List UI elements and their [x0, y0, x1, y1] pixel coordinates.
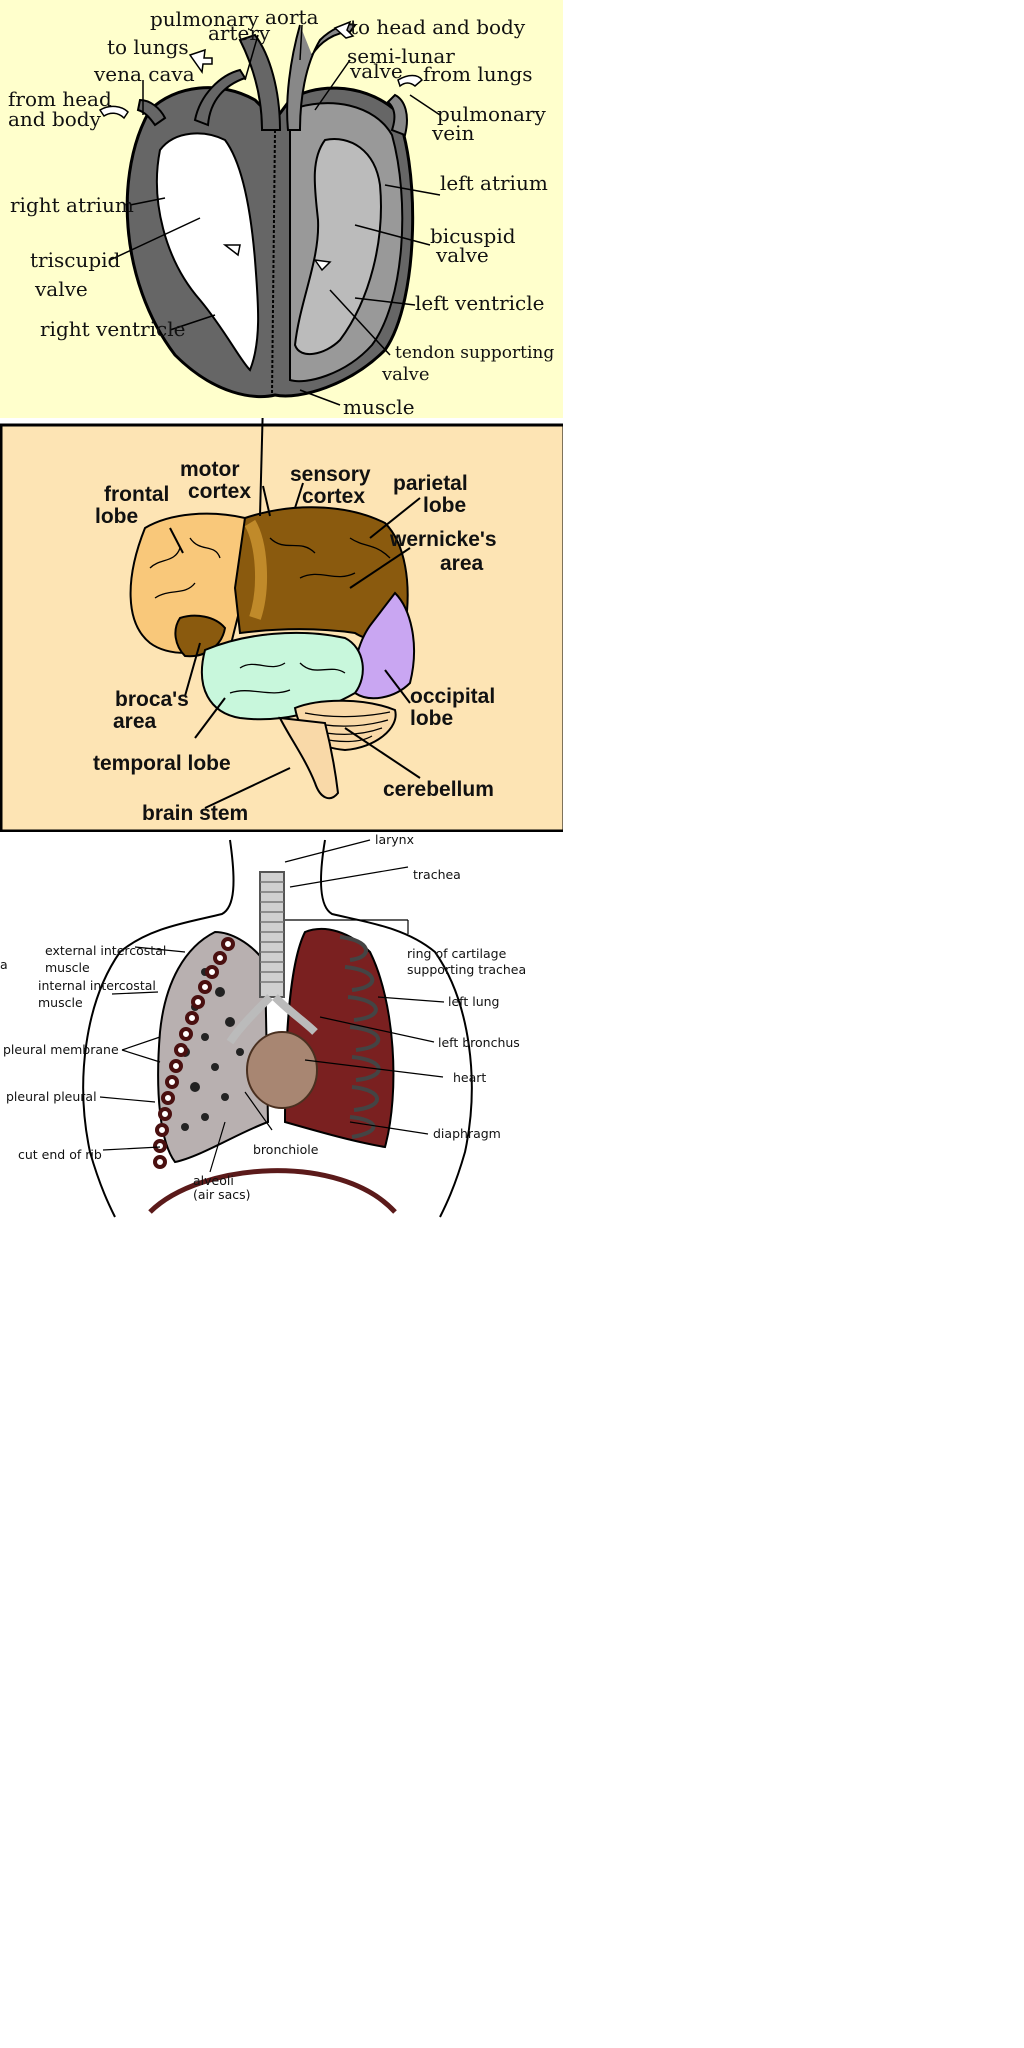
label-to-head-and-body: to head and body: [350, 15, 526, 39]
diaphragm-shape: [148, 1168, 397, 1214]
label-internal-intercostal-1: internal intercostal: [38, 978, 156, 993]
label-pleural-pleural: pleural pleural: [6, 1089, 97, 1104]
pulmonary-artery-vessel: [238, 33, 282, 131]
heart-diagram: pulmonary artery aorta to head and body …: [0, 0, 563, 418]
label-brain-stem: brain stem: [142, 802, 248, 825]
label-ring-cartilage-2: supporting trachea: [407, 962, 526, 977]
arrow-from-head-icon: [98, 105, 129, 120]
label-trachea: trachea: [413, 867, 461, 882]
label-wernickes-area-2: area: [440, 552, 484, 575]
arrow-from-lungs-icon: [397, 74, 423, 88]
lung-diagram: larynx trachea external intercostal musc…: [0, 832, 563, 1232]
label-tendon-1: tendon supporting: [395, 343, 554, 363]
label-right-ventricle: right ventricle: [40, 317, 185, 341]
occipital-lobe-region: [352, 591, 416, 700]
label-from-head-1: from head: [8, 87, 112, 111]
heart-leader-lines: [109, 24, 441, 406]
brain-leader-lines: [169, 418, 421, 809]
label-heart: heart: [453, 1070, 486, 1085]
brain-background: [0, 423, 563, 832]
label-from-head-2: and body: [8, 107, 102, 131]
vena-cava-vessel: [136, 98, 167, 127]
label-pulmonary-vein-2: vein: [431, 121, 475, 145]
label-left-ventricle: left ventricle: [415, 291, 544, 315]
label-parietal-lobe-2: lobe: [423, 494, 466, 517]
heart-shape: [246, 1031, 318, 1109]
label-right-atrium: right atrium: [10, 193, 134, 217]
label-alveoli-2: (air sacs): [193, 1187, 251, 1202]
label-external-intercostal-2: muscle: [45, 960, 90, 975]
label-bicuspid-valve-1: bicuspid: [430, 224, 516, 248]
label-frontal-lobe-1: frontal: [104, 483, 169, 506]
right-heart-cavity: [156, 132, 260, 372]
label-from-lungs: from lungs: [423, 62, 533, 86]
label-pleural-membrane: pleural membrane: [3, 1042, 119, 1057]
label-brocas-area-2: area: [113, 710, 157, 733]
label-vena-cava: vena cava: [93, 62, 195, 86]
label-tendon-2: valve: [381, 364, 429, 385]
label-pulmonary-vein-1: pulmonary: [437, 102, 546, 126]
label-motor-cortex-1: motor: [180, 458, 240, 481]
arrow-to-lungs-icon: [188, 48, 213, 75]
brain-stem-region: [278, 716, 340, 800]
label-larynx: larynx: [375, 832, 414, 847]
bronchi-shape: [226, 994, 318, 1045]
label-internal-intercostal-2: muscle: [38, 995, 83, 1010]
label-bicuspid-valve-2: valve: [435, 243, 489, 267]
ribcage-outline: [82, 839, 473, 1218]
brain-diagram-panel: motor cortex sensory cortex frontal lobe…: [0, 418, 563, 832]
label-muscle: muscle: [343, 395, 415, 418]
label-wernickes-area-1: wernicke's: [389, 528, 497, 551]
lung-leader-lines: [99, 839, 445, 1173]
label-ring-cartilage-1: ring of cartilage: [407, 946, 507, 961]
label-brocas-area-1: broca's: [115, 688, 189, 711]
trachea-rings: [260, 881, 284, 983]
label-triscupid-valve-1: triscupid: [30, 248, 121, 272]
label-cut-end-of-rib: cut end of rib: [18, 1147, 102, 1162]
label-pulmonary-artery-2: artery: [208, 21, 271, 45]
arrow-bicuspid-icon: [313, 259, 332, 272]
lung-diagram-panel: larynx trachea external intercostal musc…: [0, 832, 563, 1232]
label-alveoli-1: alveoli: [193, 1173, 234, 1188]
label-to-lungs: to lungs: [107, 35, 189, 59]
label-frontal-lobe-2: lobe: [95, 505, 138, 528]
gyri-lines: [149, 537, 391, 694]
label-pulmonary-artery-1: pulmonary: [150, 7, 259, 31]
septum: [271, 129, 276, 396]
motor-cortex-strip: [244, 519, 267, 620]
label-triscupid-valve-2: valve: [34, 277, 88, 301]
rib-chain-left: [153, 937, 235, 1169]
label-semi-lunar-valve-2: valve: [349, 59, 403, 83]
label-sensory-cortex-2: cortex: [302, 485, 365, 508]
label-semi-lunar-valve-1: semi-lunar: [347, 44, 455, 68]
heart-diagram-panel: pulmonary artery aorta to head and body …: [0, 0, 563, 418]
label-motor-cortex-2: cortex: [188, 480, 251, 503]
label-temporal-lobe: temporal lobe: [93, 752, 231, 775]
label-external-intercostal-1: external intercostal: [45, 943, 166, 958]
trachea-shape: [259, 871, 285, 998]
temporal-lobe-region: [200, 631, 364, 721]
label-bronchiole: bronchiole: [253, 1142, 319, 1157]
label-cerebellum: cerebellum: [383, 778, 494, 801]
label-edge-a: a: [0, 957, 8, 972]
label-diaphragm: diaphragm: [433, 1126, 501, 1141]
left-ventricle-cavity: [293, 138, 382, 355]
label-occipital-lobe-2: lobe: [410, 707, 453, 730]
label-left-lung: left lung: [448, 994, 499, 1009]
pulmonary-vein-vessel: [386, 93, 408, 137]
label-sensory-cortex-1: sensory: [290, 463, 371, 486]
label-left-atrium: left atrium: [440, 171, 548, 195]
label-left-bronchus: left bronchus: [438, 1035, 520, 1050]
label-occipital-lobe-1: occipital: [410, 685, 495, 708]
arrow-to-body-icon: [333, 20, 355, 39]
label-aorta: aorta: [265, 5, 319, 29]
label-parietal-lobe-1: parietal: [393, 472, 468, 495]
arrow-triscupid-icon: [222, 244, 241, 257]
brain-diagram: motor cortex sensory cortex frontal lobe…: [0, 418, 563, 832]
